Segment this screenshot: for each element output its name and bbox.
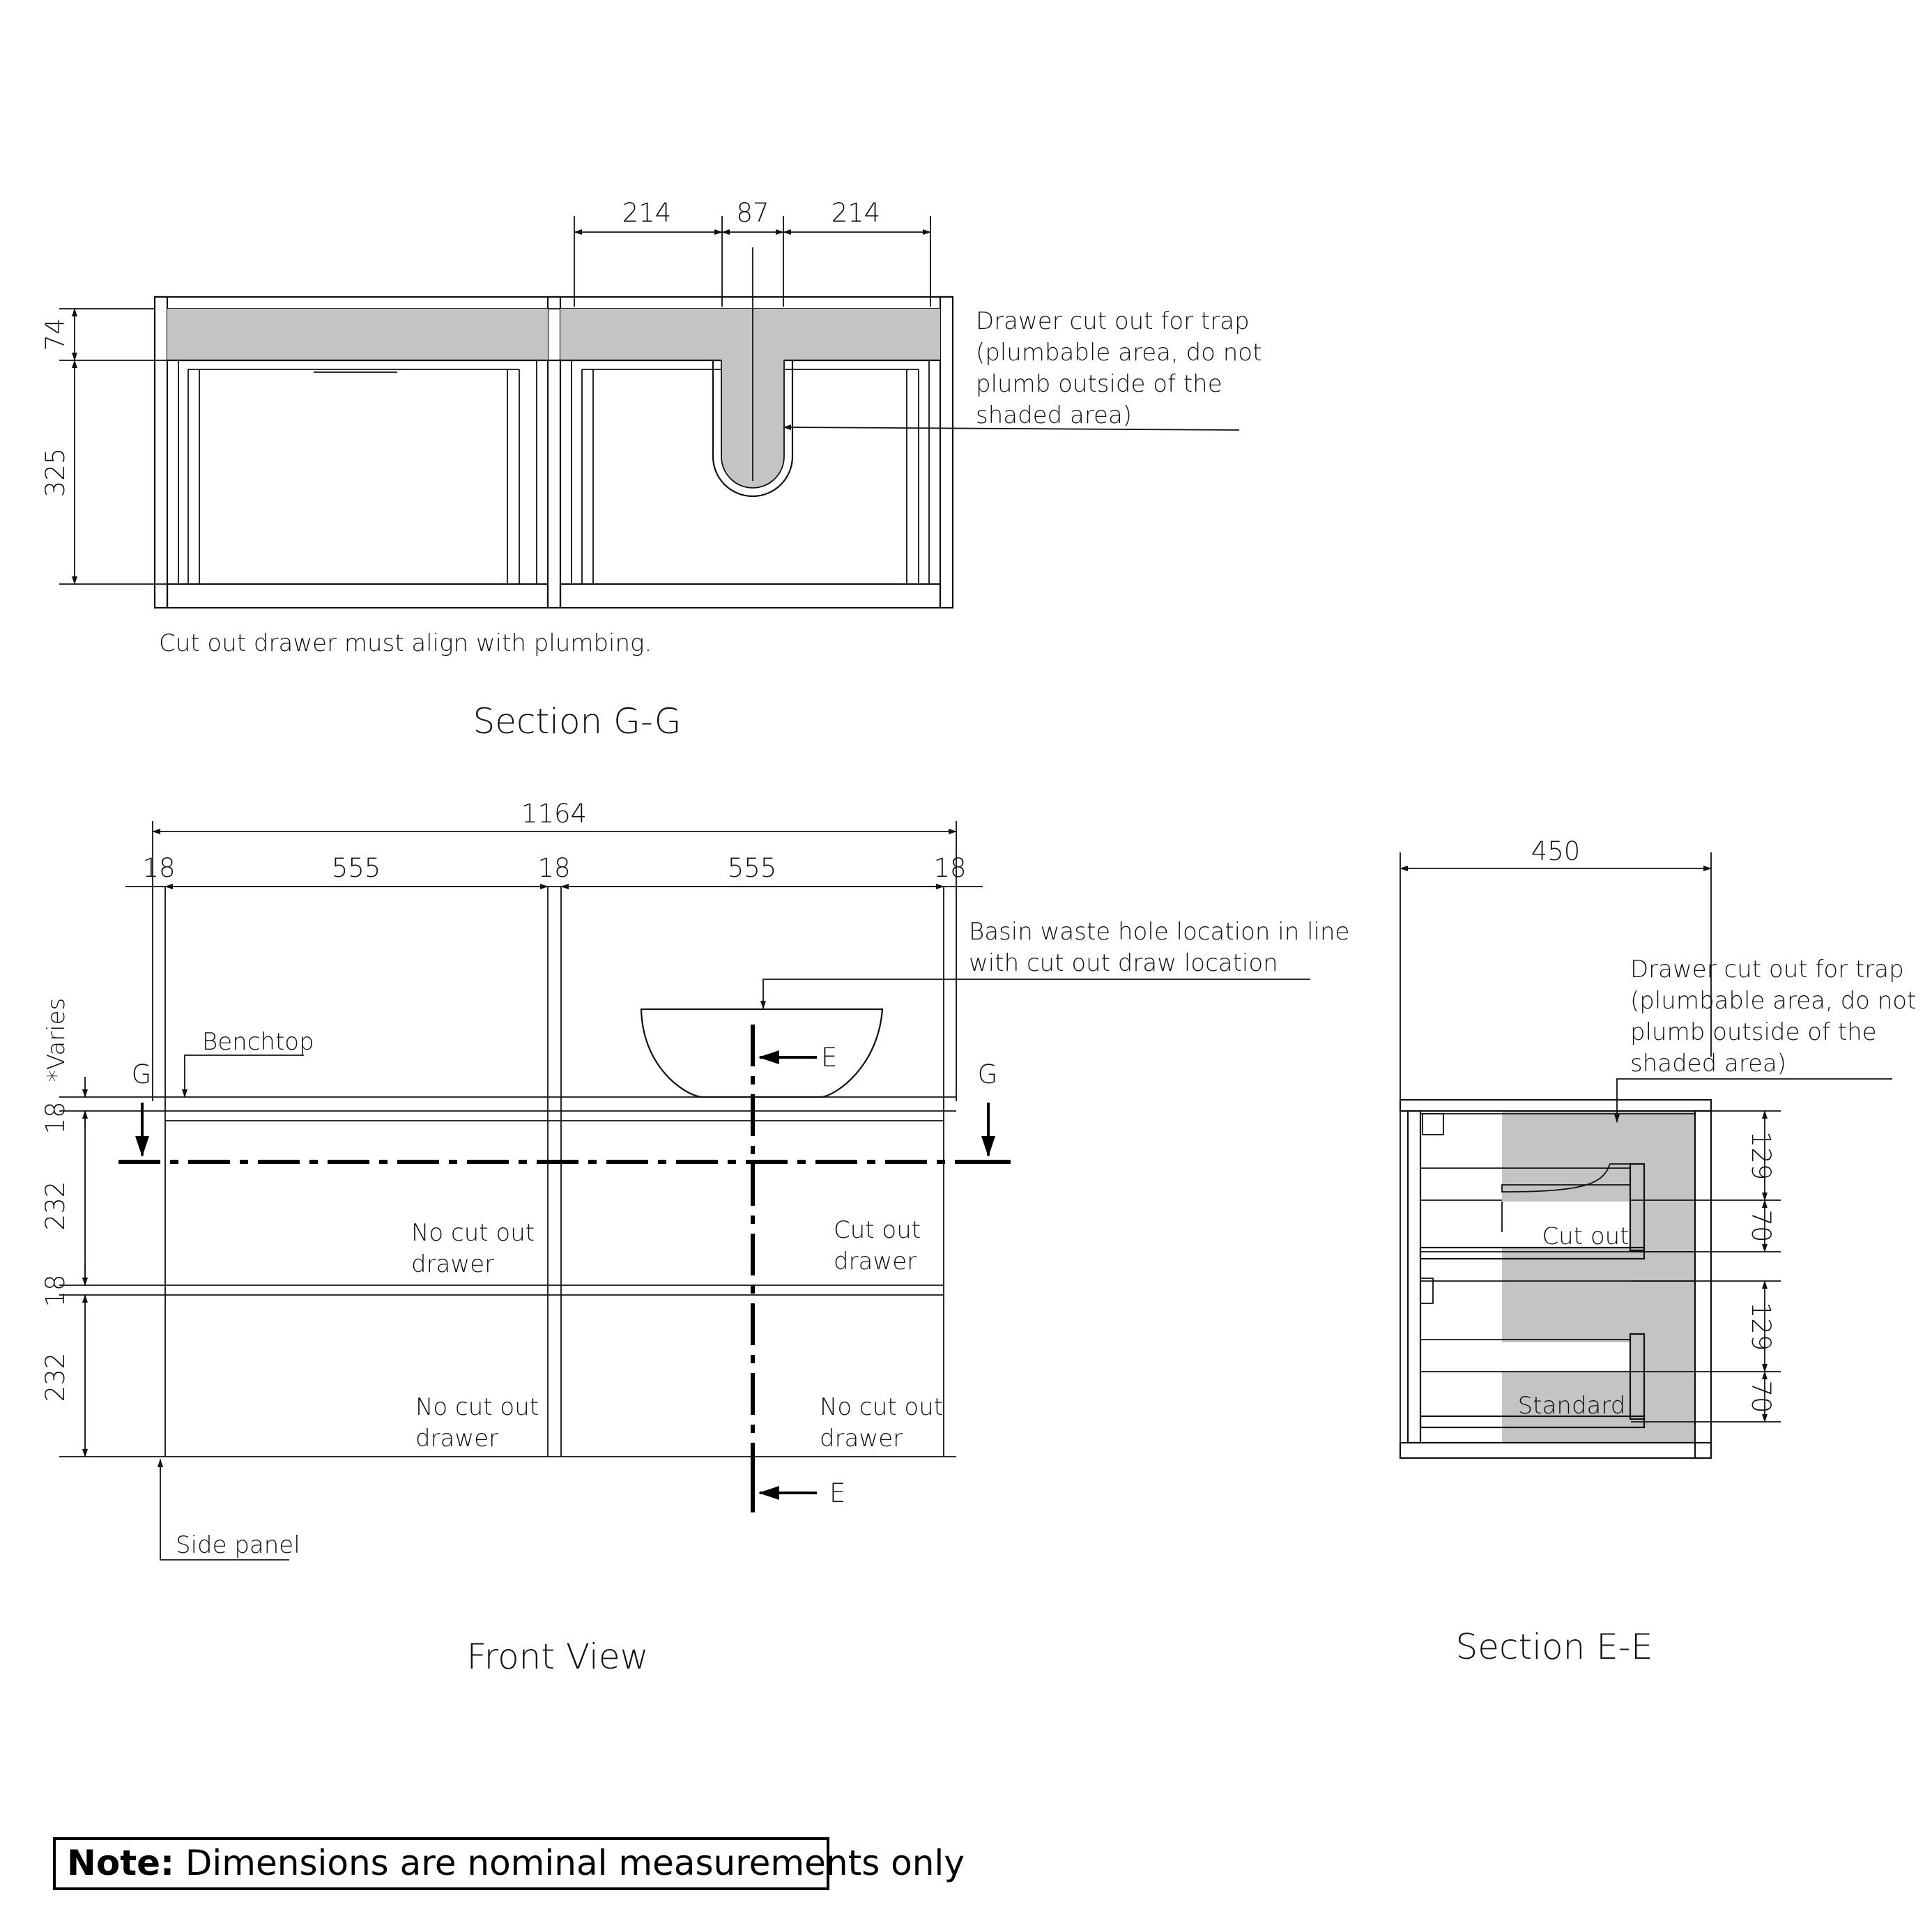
gg-right-side-panel	[939, 296, 954, 609]
fv-basin	[640, 1008, 884, 1098]
ee-label-cut-out: Cut out	[1542, 1222, 1629, 1250]
section-ee: 450 Cut out Standard	[1399, 836, 1916, 1667]
gg-caption: Cut out drawer must align with plumbing.	[159, 629, 652, 657]
fv-dim-18-left: 18	[142, 853, 175, 883]
fv-dim-232-bottom: 232	[40, 1353, 70, 1402]
fv-g-label-right: G	[978, 1059, 998, 1089]
front-view: 1164 18 555 18 555 18 G G	[40, 799, 1349, 1677]
ee-plumbable-area	[1502, 1111, 1695, 1443]
gg-title: Section G-G	[473, 701, 681, 742]
gg-callout-leader	[783, 424, 1240, 431]
fv-dim-555-right: 555	[728, 853, 777, 883]
fv-side-panel-leader	[158, 1459, 289, 1561]
fv-dim-18-middle: 18	[537, 853, 570, 883]
ee-callout-leader	[1614, 1078, 1892, 1123]
gg-callout-line-2: (plumbable area, do not	[976, 339, 1262, 367]
gg-left-drawer-box	[178, 360, 537, 585]
fv-drawer-br-1: No cut out	[820, 1393, 943, 1421]
gg-left-drawer-front	[167, 309, 548, 360]
gg-left-side-panel	[153, 296, 169, 609]
ee-callout-line-4: shaded area)	[1630, 1050, 1786, 1078]
ee-title: Section E-E	[1456, 1627, 1653, 1667]
gg-dim-74: 74	[40, 318, 70, 351]
ee-cutout-drawer-base	[1419, 1246, 1646, 1260]
gg-trap-cutout-outline	[712, 360, 794, 498]
gg-callout-line-3: plumb outside of the	[976, 370, 1222, 398]
fv-dim-18-benchtop: 18	[40, 1101, 70, 1134]
section-gg: 214 87 214 74 325 Drawer cut out for tra…	[40, 198, 1262, 742]
ee-callout-line-3: plumb outside of the	[1630, 1018, 1877, 1046]
fv-dim-18-shelf: 18	[40, 1274, 70, 1307]
note-text: Note: Dimensions are nominal measurement…	[67, 1843, 965, 1883]
fv-benchtop-leader	[182, 1055, 304, 1098]
fv-dim-555-left: 555	[332, 853, 381, 883]
ee-label-standard: Standard	[1518, 1392, 1626, 1420]
gg-left-base	[166, 583, 549, 609]
fv-e-label-bottom: E	[829, 1478, 845, 1508]
fv-e-label-top: E	[821, 1043, 837, 1073]
fv-g-label-left: G	[132, 1059, 152, 1089]
fv-side-panel-label: Side panel	[176, 1531, 300, 1559]
fv-drawer-tl-2: drawer	[411, 1250, 494, 1278]
ee-dim-depth: 450	[1531, 836, 1581, 866]
ee-front-edge	[1400, 1110, 1409, 1443]
ee-bottom-panel	[1399, 1441, 1712, 1459]
fv-dim-232-top: 232	[40, 1181, 70, 1231]
fv-drawer-bl-2: drawer	[415, 1425, 498, 1452]
fv-basin-callout-2: with cut out draw location	[969, 949, 1278, 977]
ee-dim-70-bottom: 70	[1746, 1380, 1776, 1413]
fv-title: Front View	[466, 1636, 648, 1677]
gg-middle-panel	[546, 296, 562, 609]
gg-dim-87: 87	[736, 198, 769, 228]
ee-standard-back-wall	[1629, 1333, 1646, 1420]
ee-cutout-back-wall	[1629, 1163, 1646, 1252]
fv-basin-callout-leader	[760, 979, 1310, 1009]
fv-drawer-tr-2: drawer	[834, 1248, 917, 1275]
fv-drawer-br-2: drawer	[820, 1425, 903, 1452]
ee-callout-line-1: Drawer cut out for trap	[1630, 956, 1904, 983]
gg-dim-214-left: 214	[622, 198, 672, 228]
fv-drawer-tr-1: Cut out	[834, 1216, 921, 1244]
gg-dim-214-right: 214	[831, 198, 881, 228]
ee-top-panel	[1399, 1098, 1712, 1112]
gg-right-base	[559, 583, 942, 609]
ee-drawer-fronts	[1406, 1110, 1422, 1444]
fv-dim-overall: 1164	[521, 799, 587, 829]
ee-dim-129-top: 129	[1746, 1131, 1776, 1181]
fv-basin-callout-1: Basin waste hole location in line	[969, 918, 1349, 946]
fv-benchtop-label: Benchtop	[202, 1028, 314, 1056]
fv-dim-18-right: 18	[933, 853, 966, 883]
fv-drawer-bl-1: No cut out	[415, 1393, 539, 1421]
ee-dim-129-bottom: 129	[1746, 1302, 1776, 1351]
note-regular: Dimensions are nominal measurements only	[174, 1843, 965, 1883]
note-bold: Note:	[67, 1843, 174, 1883]
ee-dim-70-top: 70	[1746, 1209, 1776, 1242]
gg-callout-line-1: Drawer cut out for trap	[976, 307, 1250, 335]
fv-dim-varies: *Varies	[43, 998, 70, 1082]
gg-dim-325: 325	[40, 448, 70, 498]
fv-drawer-tl-1: No cut out	[411, 1219, 535, 1247]
ee-callout-line-2: (plumbable area, do not	[1630, 987, 1916, 1015]
gg-callout-line-4: shaded area)	[976, 401, 1132, 429]
ee-back-panel	[1694, 1110, 1712, 1459]
note-box: Note: Dimensions are nominal measurement…	[53, 1837, 965, 1890]
